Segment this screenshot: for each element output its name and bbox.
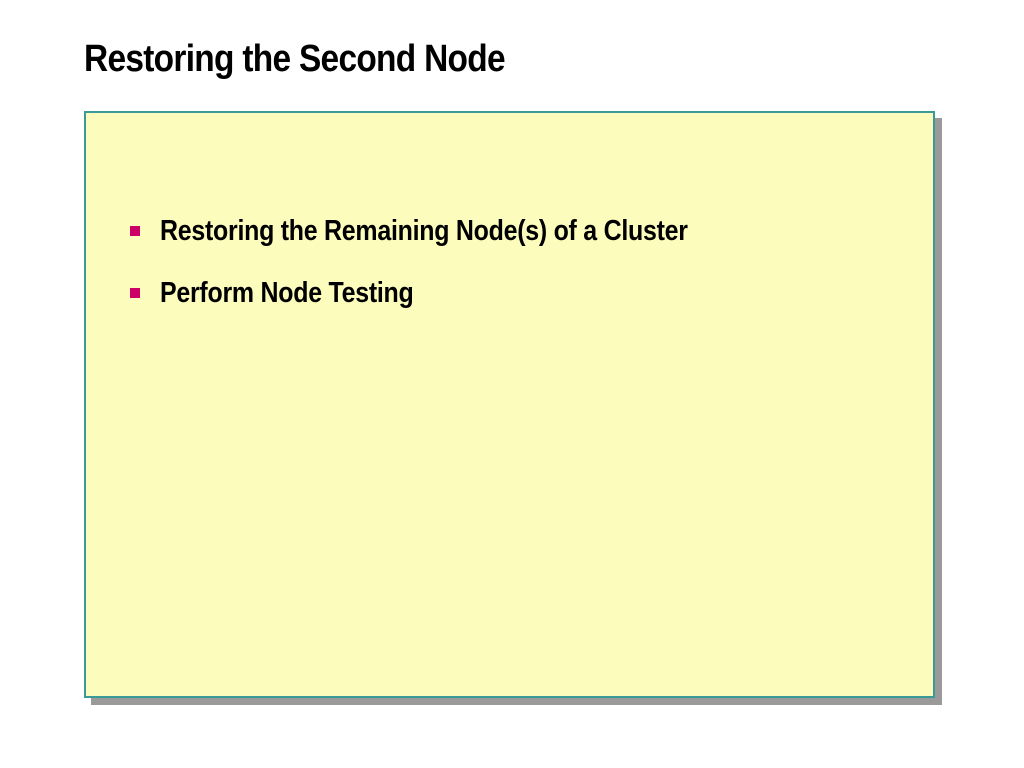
slide-title: Restoring the Second Node <box>84 38 506 80</box>
content-panel <box>84 111 935 698</box>
square-bullet-icon <box>130 226 140 236</box>
list-item: Restoring the Remaining Node(s) of a Clu… <box>130 212 774 250</box>
bullet-list: Restoring the Remaining Node(s) of a Clu… <box>130 212 774 336</box>
bullet-text: Restoring the Remaining Node(s) of a Clu… <box>160 214 688 247</box>
list-item: Perform Node Testing <box>130 274 774 312</box>
square-bullet-icon <box>130 288 140 298</box>
bullet-text: Perform Node Testing <box>160 276 414 309</box>
